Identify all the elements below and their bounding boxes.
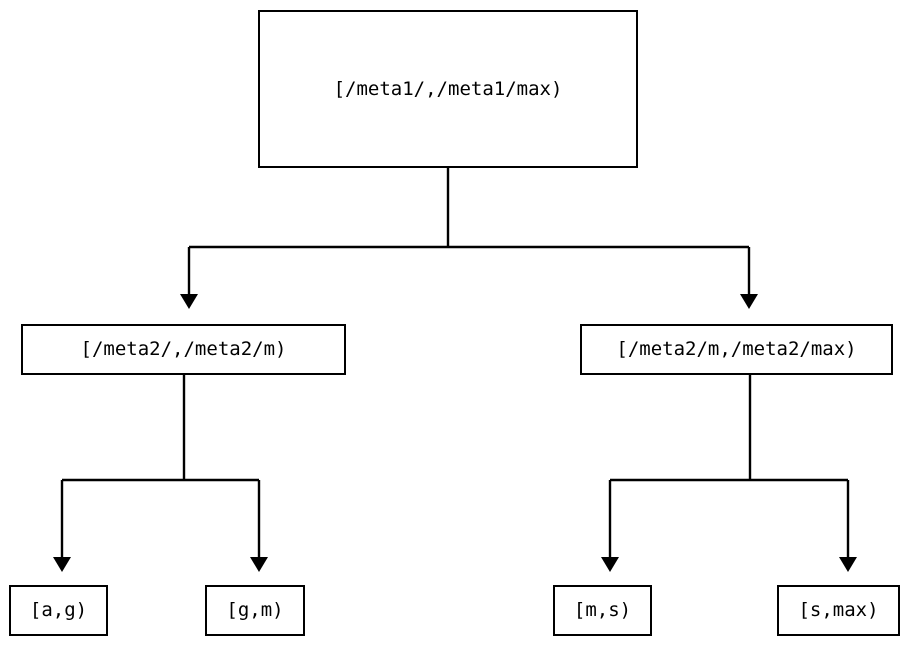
arrowhead-mid-right-to-leaf-ms [601,557,619,572]
tree-node-root[interactable]: [/meta1/,/meta1/max) [258,10,638,168]
arrowhead-mid-right-to-leaf-smax [839,557,857,572]
tree-node-mid-left[interactable]: [/meta2/,/meta2/m) [21,324,346,375]
tree-node-leaf-ms[interactable]: [m,s) [553,585,652,636]
arrowhead-mid-left-to-leaf-gm [250,557,268,572]
arrowhead-mid-left-to-leaf-ag [53,557,71,572]
tree-node-root-label: [/meta1/,/meta1/max) [333,77,563,100]
tree-node-mid-right[interactable]: [/meta2/m,/meta2/max) [580,324,893,375]
tree-node-leaf-smax[interactable]: [s,max) [777,585,900,636]
tree-node-leaf-gm-label: [g,m) [226,599,284,621]
arrowhead-root-to-mid-right [740,294,758,309]
tree-node-leaf-ms-label: [m,s) [573,599,632,621]
tree-node-leaf-smax-label: [s,max) [798,599,879,621]
tree-node-leaf-ag-label: [a,g) [29,599,88,621]
tree-node-mid-left-label: [/meta2/,/meta2/m) [80,338,287,360]
tree-node-leaf-ag[interactable]: [a,g) [9,585,108,636]
tree-node-mid-right-label: [/meta2/m,/meta2/max) [616,338,857,360]
arrowhead-root-to-mid-left [180,294,198,309]
tree-node-leaf-gm[interactable]: [g,m) [205,585,305,636]
